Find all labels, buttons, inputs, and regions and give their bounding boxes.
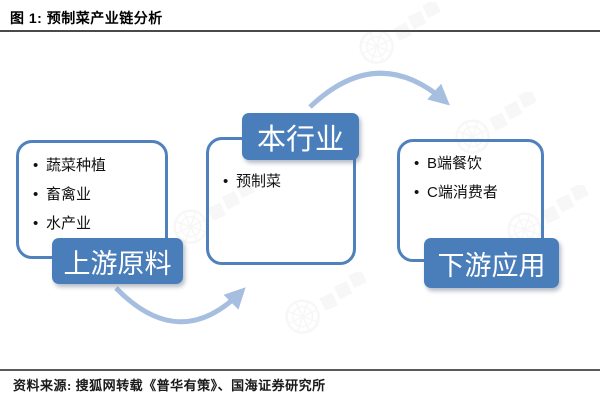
list-item: 水产业 xyxy=(31,209,165,238)
source-note: 资料来源: 搜狐网转载《普华有策》、国海证券研究所 xyxy=(13,378,326,393)
watermark-seal xyxy=(359,2,441,64)
watermark-seal xyxy=(285,272,367,334)
arrow-upstream-to-industry-icon xyxy=(114,286,246,325)
watermark-seal xyxy=(455,92,537,154)
figure-title: 图 1: 预制菜产业链分析 xyxy=(10,10,163,26)
list-item: 蔬菜种植 xyxy=(31,151,165,180)
bottom-divider xyxy=(0,369,600,371)
upstream-label: 上游原料 xyxy=(52,238,183,284)
list-item: B端餐饮 xyxy=(412,149,541,178)
top-divider xyxy=(0,30,600,32)
watermark-seal xyxy=(173,182,255,244)
upstream-box: 蔬菜种植 畜禽业 水产业 xyxy=(16,140,168,259)
upstream-item-list: 蔬菜种植 畜禽业 水产业 xyxy=(19,143,165,238)
industry-item-list: 预制菜 xyxy=(209,140,353,196)
list-item: 预制菜 xyxy=(221,167,353,196)
arrow-industry-to-downstream-icon xyxy=(308,70,450,109)
list-item: C端消费者 xyxy=(412,178,541,207)
list-item: 畜禽业 xyxy=(31,180,165,209)
downstream-label: 下游应用 xyxy=(424,238,559,288)
downstream-item-list: B端餐饮 C端消费者 xyxy=(400,142,541,207)
industry-label: 本行业 xyxy=(242,113,359,160)
